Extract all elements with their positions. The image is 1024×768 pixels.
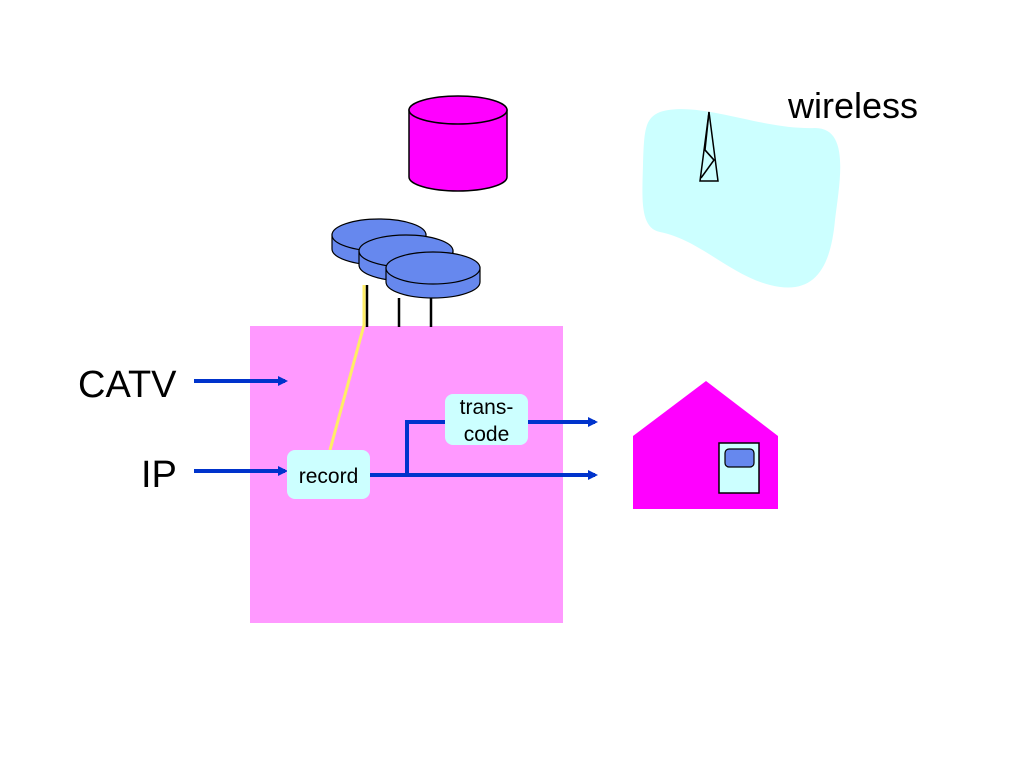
database-icon xyxy=(408,95,508,192)
ip-label: IP xyxy=(141,454,177,496)
house-icon xyxy=(633,381,778,509)
record-box: record xyxy=(287,450,370,499)
antenna-tower-icon xyxy=(699,111,719,182)
television-icon xyxy=(718,442,760,494)
disk-3 xyxy=(385,251,481,299)
disk-stack-icon xyxy=(331,218,481,299)
transcode-box: trans- code xyxy=(445,394,528,446)
record-storage-link xyxy=(328,285,366,451)
transcode-label-line1: trans- xyxy=(460,396,514,419)
catv-label: CATV xyxy=(78,364,177,406)
transcode-branch xyxy=(405,420,445,475)
transcode-label-line2: code xyxy=(464,423,510,446)
disk-connections xyxy=(365,285,433,327)
wireless-label: wireless xyxy=(787,85,918,126)
record-label: record xyxy=(299,465,359,488)
output-flows xyxy=(370,417,598,480)
wireless-cloud xyxy=(642,109,841,288)
